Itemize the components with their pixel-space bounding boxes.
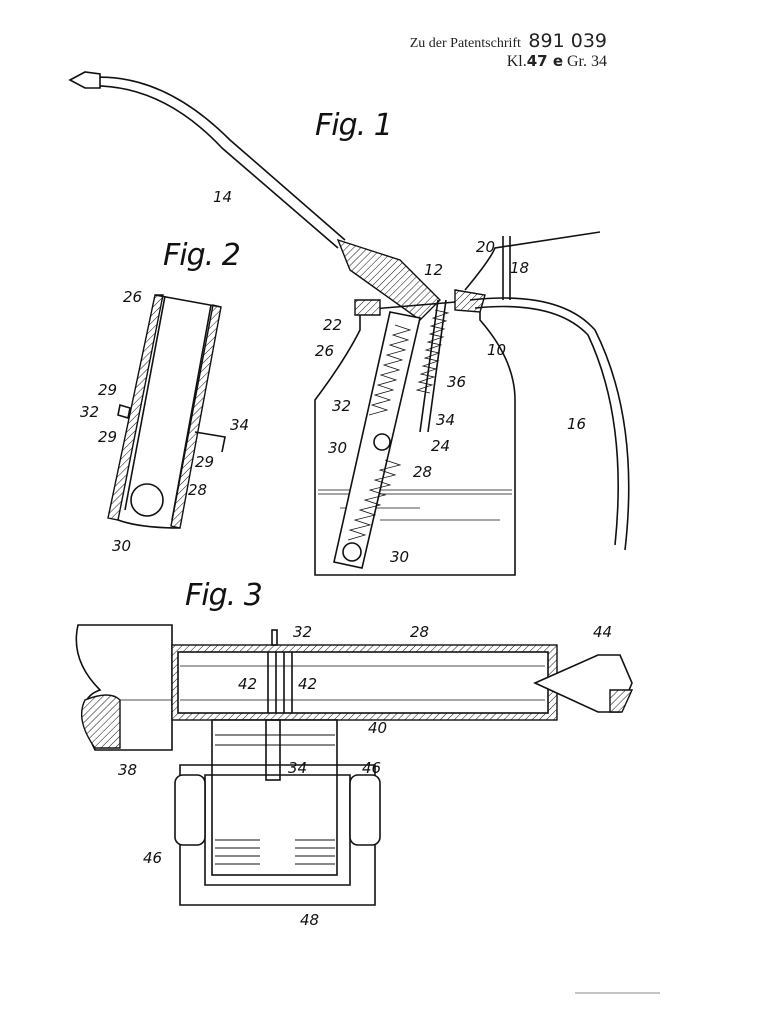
label-16: 16 <box>567 415 586 433</box>
figure-2: Fig. 2 26 29 32 29 34 29 28 30 <box>80 238 249 555</box>
label-10: 10 <box>487 341 506 359</box>
label-36: 36 <box>447 373 466 391</box>
label-32: 32 <box>80 403 99 421</box>
figure-3: Fig. 3 32 28 44 42 42 40 38 34 <box>75 578 634 929</box>
handle <box>469 297 630 551</box>
can-body <box>314 299 516 576</box>
spout-base <box>336 238 441 321</box>
label-46b: 46 <box>143 849 162 867</box>
spout <box>84 76 346 241</box>
label-24: 24 <box>431 437 450 455</box>
label-42b: 42 <box>298 675 317 693</box>
label-34: 34 <box>288 759 307 777</box>
patent-classification: Kl.47 e Gr. 34 <box>507 52 607 71</box>
label-30: 30 <box>328 439 347 457</box>
pump-lever <box>464 231 601 291</box>
label-20: 20 <box>476 238 495 256</box>
label-26: 26 <box>315 342 334 360</box>
nozzle-tip <box>68 71 101 89</box>
fig3-title: Fig. 3 <box>185 578 262 613</box>
label-38: 38 <box>118 761 137 779</box>
label-12: 12 <box>424 261 443 279</box>
label-28: 28 <box>413 463 432 481</box>
cone-44 <box>533 654 633 713</box>
label-34: 34 <box>230 416 249 434</box>
fig2-labels: 26 29 32 29 34 29 28 30 <box>80 288 249 555</box>
label-44: 44 <box>593 623 612 641</box>
pin-34 <box>265 719 281 781</box>
patent-prefix: Zu der Patentschrift <box>409 36 521 51</box>
wheel-block <box>211 719 338 876</box>
class-value: 47 e <box>526 52 563 70</box>
label-30b: 30 <box>390 548 409 566</box>
fig3-labels: 32 28 44 42 42 40 38 34 46 46 48 <box>118 623 612 929</box>
label-48: 48 <box>300 911 319 929</box>
fig1-labels: 14 20 18 12 22 26 10 36 32 34 24 30 28 1… <box>213 188 586 566</box>
fig1-title: Fig. 1 <box>315 108 392 143</box>
patent-number: 891 039 <box>528 30 607 52</box>
label-42: 42 <box>238 675 257 693</box>
pin-34 <box>194 431 226 453</box>
label-29: 29 <box>98 381 117 399</box>
label-46: 46 <box>362 759 381 777</box>
label-32: 32 <box>293 623 312 641</box>
label-28: 28 <box>188 481 207 499</box>
label-29c: 29 <box>195 453 214 471</box>
label-22: 22 <box>323 316 342 334</box>
label-14: 14 <box>213 188 232 206</box>
figure-1: Fig. 1 14 20 18 12 2 <box>68 71 630 576</box>
label-34: 34 <box>436 411 455 429</box>
label-30: 30 <box>112 537 131 555</box>
group-value: Gr. 34 <box>567 53 607 70</box>
label-32: 32 <box>332 397 351 415</box>
label-26: 26 <box>123 288 142 306</box>
class-prefix: Kl. <box>506 53 527 70</box>
label-18: 18 <box>510 259 529 277</box>
label-28: 28 <box>410 623 429 641</box>
label-40: 40 <box>368 719 387 737</box>
fig2-title: Fig. 2 <box>163 238 240 273</box>
label-29b: 29 <box>98 428 117 446</box>
bracket-48 <box>179 764 376 906</box>
patent-reference: Zu der Patentschrift 891 039 <box>410 30 607 52</box>
